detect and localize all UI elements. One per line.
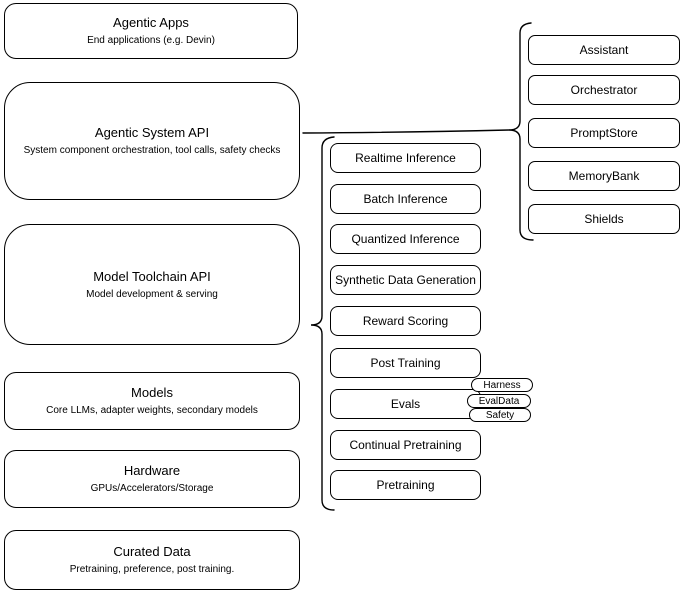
box-subtitle: Model development & serving: [86, 288, 218, 300]
box-models: Models Core LLMs, adapter weights, secon…: [4, 372, 300, 430]
box-synthetic-data-generation: Synthetic Data Generation: [330, 265, 481, 295]
box-subtitle: Core LLMs, adapter weights, secondary mo…: [46, 405, 258, 416]
box-assistant: Assistant: [528, 35, 680, 65]
box-orchestrator: Orchestrator: [528, 75, 680, 105]
box-memorybank: MemoryBank: [528, 161, 680, 191]
box-curated-data: Curated Data Pretraining, preference, po…: [4, 530, 300, 590]
box-agentic-apps: Agentic Apps End applications (e.g. Devi…: [4, 3, 298, 59]
pill-harness: Harness: [471, 378, 533, 392]
box-subtitle: System component orchestration, tool cal…: [23, 145, 281, 156]
pill-evaldata: EvalData: [467, 394, 531, 408]
box-hardware: Hardware GPUs/Accelerators/Storage: [4, 450, 300, 508]
box-agentic-system-api: Agentic System API System component orch…: [4, 82, 300, 200]
box-title: Models: [131, 385, 173, 400]
box-title: Hardware: [123, 463, 181, 478]
box-shields: Shields: [528, 204, 680, 234]
system-api-link-line: [302, 129, 510, 134]
box-title: Model Toolchain API: [93, 268, 211, 284]
box-subtitle: Pretraining, preference, post training.: [69, 564, 235, 575]
box-title: Agentic System API: [94, 125, 210, 140]
box-title: Curated Data: [113, 544, 191, 559]
box-title: Agentic Apps: [113, 15, 189, 30]
toolchain-group-brace: [310, 136, 335, 511]
box-continual-pretraining: Continual Pretraining: [330, 430, 481, 460]
box-realtime-inference: Realtime Inference: [330, 143, 481, 173]
box-subtitle: End applications (e.g. Devin): [87, 35, 215, 46]
box-subtitle: GPUs/Accelerators/Storage: [90, 483, 214, 494]
box-pretraining: Pretraining: [330, 470, 481, 500]
box-promptstore: PromptStore: [528, 118, 680, 148]
box-post-training: Post Training: [330, 348, 481, 378]
pill-safety: Safety: [469, 408, 531, 422]
box-reward-scoring: Reward Scoring: [330, 306, 481, 336]
box-batch-inference: Batch Inference: [330, 184, 481, 214]
box-quantized-inference: Quantized Inference: [330, 224, 481, 254]
box-model-toolchain-api: Model Toolchain API Model development & …: [4, 224, 300, 345]
box-evals: Evals: [330, 389, 481, 419]
